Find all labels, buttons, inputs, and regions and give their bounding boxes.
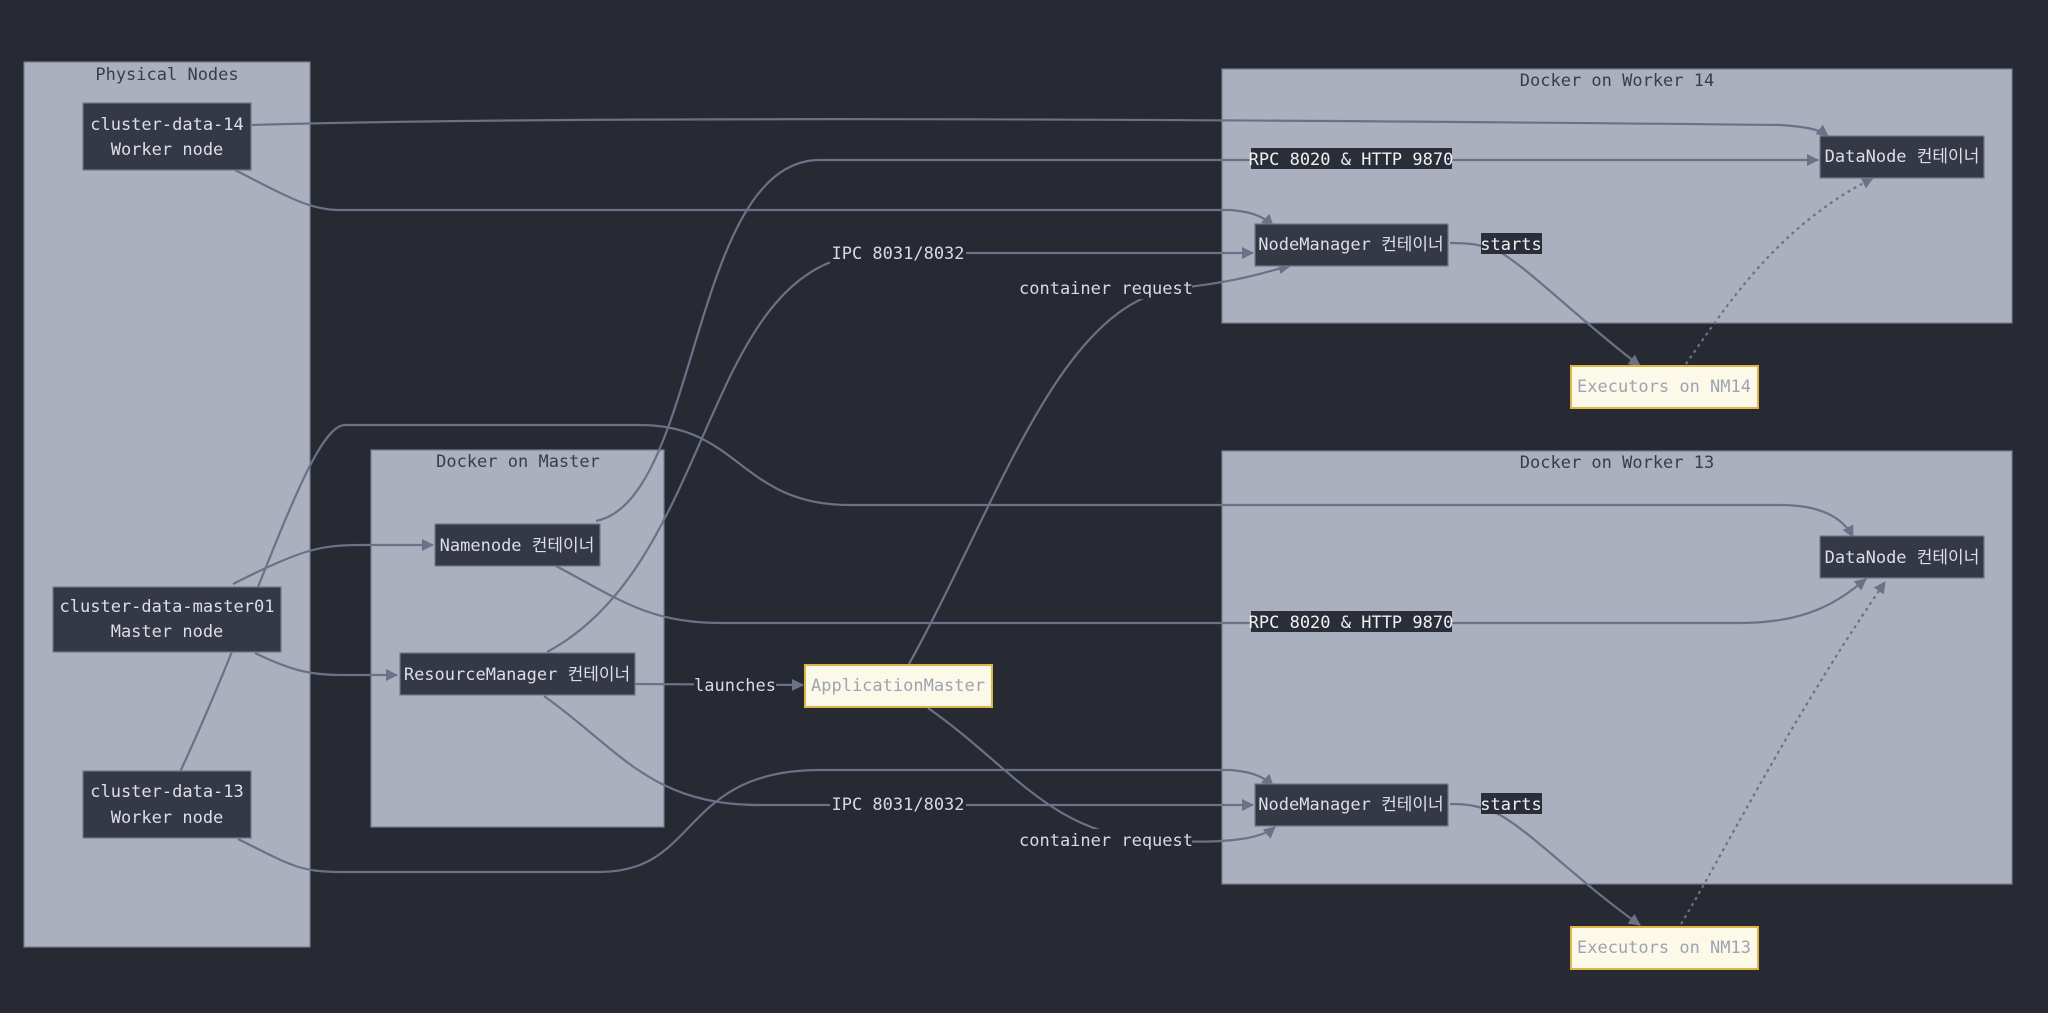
node-cluster-data-14[interactable]: cluster-data-14 Worker node xyxy=(82,102,252,171)
edge-executors14-datanode14 xyxy=(1685,177,1874,365)
edge-label-starts13: starts xyxy=(1480,795,1541,815)
edge-label-starts14: starts xyxy=(1480,235,1541,255)
node-resourcemanager-label: ResourceManager 컨테이너 xyxy=(404,665,630,685)
node-data13-name: cluster-data-13 xyxy=(90,782,244,802)
edge-data14-datanode14 xyxy=(250,118,1829,137)
edge-nm13-executors13 xyxy=(1449,802,1641,926)
node-nodemanager14-label: NodeManager 컨테이너 xyxy=(1258,235,1443,255)
edge-master-datanode13 xyxy=(179,423,1854,773)
edge-namenode-datanode13 xyxy=(555,565,1867,625)
node-master01-role: Master node xyxy=(111,622,224,642)
edge-label-ipc14: IPC 8031/8032 xyxy=(831,244,964,264)
node-cluster-data-master01[interactable]: cluster-data-master01 Master node xyxy=(52,586,282,653)
node-executors13-label: Executors on NM13 xyxy=(1577,938,1751,958)
edge-master-rm xyxy=(254,652,398,681)
node-datanode13[interactable]: DataNode 컨테이너 xyxy=(1819,535,1985,579)
node-nodemanager14[interactable]: NodeManager 컨테이너 xyxy=(1254,223,1449,267)
cluster-master-title: Docker on Master xyxy=(436,452,600,472)
node-data13-role: Worker node xyxy=(111,808,224,828)
edge-label-ipc13: IPC 8031/8032 xyxy=(831,795,964,815)
node-cluster-data-13[interactable]: cluster-data-13 Worker node xyxy=(82,770,252,839)
node-applicationmaster[interactable]: ApplicationMaster xyxy=(804,664,993,708)
node-master01-name: cluster-data-master01 xyxy=(60,597,275,617)
edge-data14-nodemanager14 xyxy=(234,169,1274,227)
edge-master-namenode xyxy=(232,539,434,585)
edge-am-nodemanager14 xyxy=(908,262,1291,665)
edge-namenode-datanode14 xyxy=(595,154,1819,523)
node-executors13[interactable]: Executors on NM13 xyxy=(1570,926,1759,970)
node-namenode-label: Namenode 컨테이너 xyxy=(440,536,595,556)
node-executors14[interactable]: Executors on NM14 xyxy=(1570,365,1759,409)
node-resourcemanager[interactable]: ResourceManager 컨테이너 xyxy=(399,652,636,696)
edge-nm14-executors14 xyxy=(1449,241,1641,367)
node-nodemanager13-label: NodeManager 컨테이너 xyxy=(1258,795,1443,815)
edge-rm-nodemanager13 xyxy=(543,695,1254,811)
edge-data13-nodemanager13 xyxy=(237,768,1274,874)
node-datanode14[interactable]: DataNode 컨테이너 xyxy=(1819,135,1985,179)
edge-label-rpc13: RPC 8020 & HTTP 9870 xyxy=(1249,613,1454,633)
cluster-worker14-title: Docker on Worker 14 xyxy=(1520,71,1714,91)
node-datanode14-label: DataNode 컨테이너 xyxy=(1825,147,1980,167)
edge-label-rpc14: RPC 8020 & HTTP 9870 xyxy=(1249,150,1454,170)
edge-label-request14: container request xyxy=(1019,279,1193,299)
edge-label-request13: container request xyxy=(1019,831,1193,851)
edge-rm-nodemanager14 xyxy=(546,247,1254,653)
node-nodemanager13[interactable]: NodeManager 컨테이너 xyxy=(1254,783,1449,827)
node-namenode[interactable]: Namenode 컨테이너 xyxy=(434,523,601,567)
node-datanode13-label: DataNode 컨테이너 xyxy=(1825,548,1980,568)
cluster-docker-master: Docker on Master xyxy=(370,449,665,828)
edge-labels: RPC 8020 & HTTP 9870 IPC 8031/8032 conta… xyxy=(694,148,1542,851)
cluster-worker13-title: Docker on Worker 13 xyxy=(1520,453,1714,473)
node-data14-role: Worker node xyxy=(111,140,224,160)
node-data14-name: cluster-data-14 xyxy=(90,115,244,135)
edge-label-launches: launches xyxy=(694,676,776,696)
node-executors14-label: Executors on NM14 xyxy=(1577,377,1751,397)
node-appmaster-label: ApplicationMaster xyxy=(811,676,985,696)
cluster-physical-title: Physical Nodes xyxy=(95,65,238,85)
cluster-docker-worker14: Docker on Worker 14 xyxy=(1221,68,2013,324)
